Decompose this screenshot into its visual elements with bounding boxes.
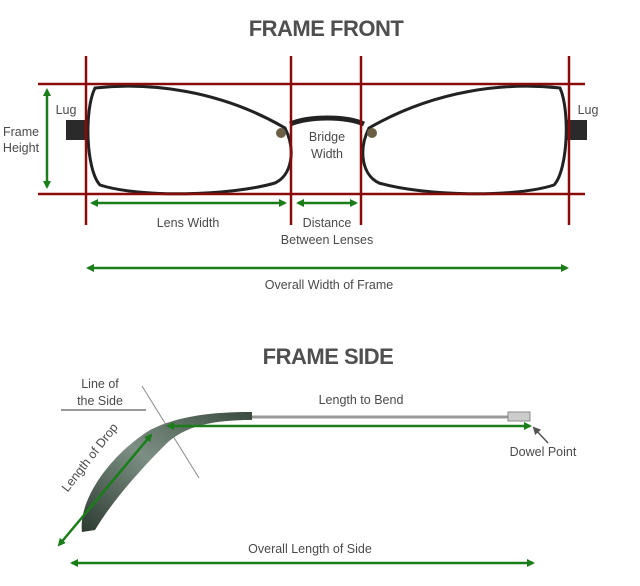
frame-height-label-1: Frame [3, 125, 39, 139]
right-lens-rim [361, 84, 568, 196]
lug-right-label: Lug [578, 103, 599, 117]
dowel-end [507, 411, 531, 422]
frame-side-title: FRAME SIDE [263, 344, 394, 369]
left-lug-hinge [66, 120, 88, 140]
length-to-bend-label: Length to Bend [319, 393, 404, 407]
glasses-front-illustration [66, 84, 587, 196]
line-of-side-label-2: the Side [77, 394, 123, 408]
bridge-width-label-1: Bridge [309, 130, 345, 144]
lens-width-label: Lens Width [157, 216, 220, 230]
distance-label-2: Between Lenses [281, 233, 373, 247]
left-nose-pad [276, 128, 286, 138]
right-lug-hinge [567, 120, 587, 140]
length-of-drop-arrow [57, 433, 153, 547]
right-nose-pad [367, 128, 377, 138]
red-guide-lines [38, 56, 585, 225]
distance-label-1: Distance [303, 216, 352, 230]
dowel-point-label: Dowel Point [510, 445, 577, 459]
overall-length-label: Overall Length of Side [248, 542, 372, 556]
bridge-width-label-2: Width [311, 147, 343, 161]
temple-arm-illustration [81, 411, 531, 532]
left-lens-rim [86, 84, 293, 196]
frame-front-title: FRAME FRONT [249, 16, 405, 41]
line-of-side-label-1: Line of [81, 377, 119, 391]
frame-height-label-2: Height [3, 141, 40, 155]
lug-left-label: Lug [56, 103, 77, 117]
bridge [289, 115, 365, 127]
dowel-point-pointer [532, 426, 549, 444]
overall-width-label: Overall Width of Frame [265, 278, 394, 292]
